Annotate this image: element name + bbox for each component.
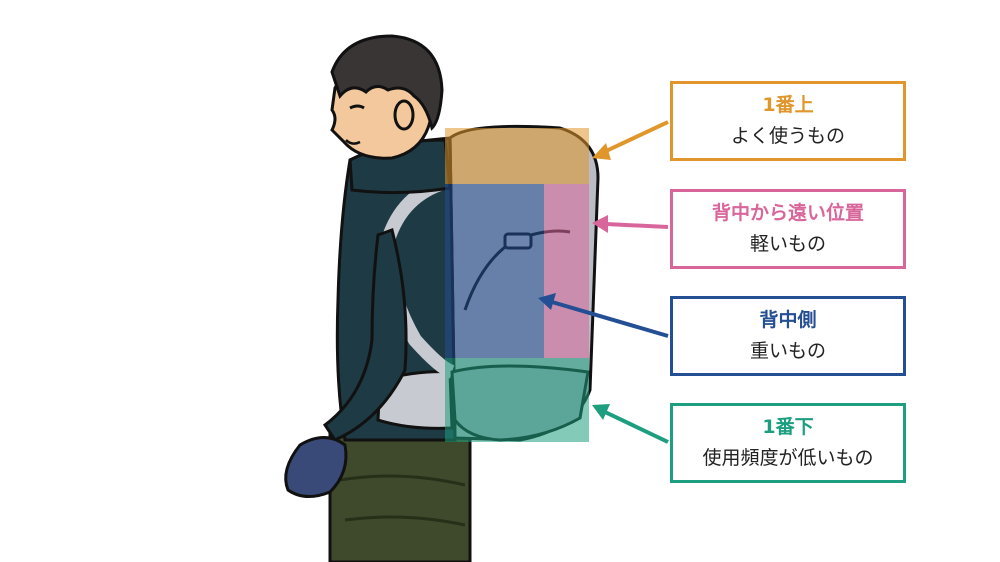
zone-top bbox=[445, 128, 589, 184]
pants bbox=[328, 428, 472, 562]
glove bbox=[284, 436, 348, 498]
arrow-left-icon bbox=[592, 215, 608, 233]
label-title-back: 背中側 bbox=[759, 309, 817, 331]
label-title-bottom: 1番下 bbox=[762, 416, 814, 438]
label-title-far: 背中から遠い位置 bbox=[711, 202, 864, 224]
arrow-far bbox=[592, 215, 669, 233]
arm bbox=[322, 228, 408, 442]
zone-back bbox=[445, 184, 544, 358]
arrow-top bbox=[592, 120, 669, 160]
label-box-bottom: 1番下 使用頻度が低いもの bbox=[670, 403, 906, 483]
label-box-back: 背中側 重いもの bbox=[670, 296, 906, 376]
label-box-top: 1番上 よく使うもの bbox=[670, 81, 906, 161]
arrow-left-icon bbox=[592, 404, 610, 420]
ear bbox=[393, 99, 415, 131]
label-desc-bottom: 使用頻度が低いもの bbox=[702, 447, 874, 469]
arrow-bottom bbox=[592, 404, 669, 444]
arrow-left-icon bbox=[538, 293, 556, 310]
pants-quilt-line bbox=[339, 474, 466, 527]
zone-bottom bbox=[445, 358, 589, 442]
mouth bbox=[345, 139, 361, 145]
arrow-back bbox=[538, 293, 669, 338]
hair bbox=[330, 34, 444, 131]
zone-far bbox=[544, 184, 589, 358]
label-desc-top: よく使うもの bbox=[730, 125, 845, 147]
label-title-top: 1番上 bbox=[762, 94, 814, 116]
label-box-far: 背中から遠い位置 軽いもの bbox=[670, 189, 906, 269]
label-desc-far: 軽いもの bbox=[749, 233, 826, 255]
arrow-left-icon bbox=[592, 143, 611, 160]
eye bbox=[349, 104, 365, 110]
label-desc-back: 重いもの bbox=[749, 340, 826, 362]
